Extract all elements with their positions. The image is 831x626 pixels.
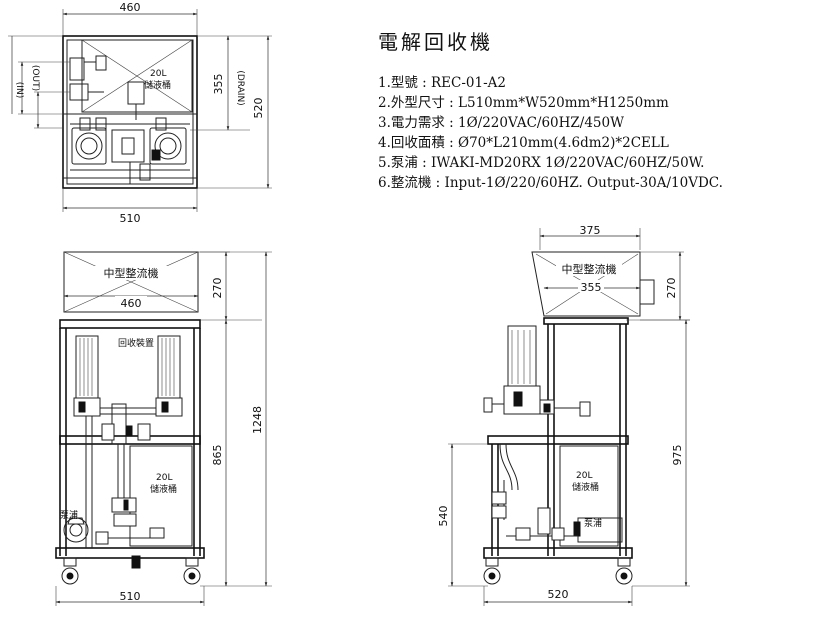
top-tank-label-1: 20L bbox=[150, 69, 166, 79]
top-tank-label-2: 儲液桶 bbox=[144, 79, 171, 91]
front-tank-label-2: 儲液桶 bbox=[150, 483, 177, 495]
front-device-label: 回收裝置 bbox=[118, 337, 154, 349]
side-dim-355: 355 bbox=[581, 281, 602, 294]
spec-title: 電解回收機 bbox=[378, 30, 493, 54]
front-rectifier-label: 中型整流機 bbox=[104, 266, 159, 280]
front-tank-label-1: 20L bbox=[156, 473, 172, 483]
top-dim-in: (IN) bbox=[14, 82, 24, 98]
side-rectifier-label: 中型整流機 bbox=[562, 262, 617, 276]
side-dim-520: 520 bbox=[548, 588, 569, 601]
side-dim-540: 540 bbox=[437, 506, 450, 527]
front-pump-label: 泵浦 bbox=[60, 509, 78, 521]
front-dim-270: 270 bbox=[211, 278, 224, 299]
top-dim-510: 510 bbox=[120, 212, 141, 225]
front-dim-1248: 1248 bbox=[251, 406, 264, 434]
spec-item-rectifier: 6.整流機 : Input-1Ø/220/60HZ. Output-30A/10… bbox=[378, 175, 723, 191]
top-dim-355: 355 bbox=[212, 74, 225, 95]
top-view: 460 20L 儲液桶 bbox=[8, 1, 272, 225]
side-pump-label: 泵浦 bbox=[584, 517, 602, 529]
spec-list: 1.型號 : REC-01-A2 2.外型尺寸 : L510mm*W520mm*… bbox=[378, 73, 723, 193]
side-dim-975: 975 bbox=[671, 445, 684, 466]
front-dim-510: 510 bbox=[120, 590, 141, 603]
spec-panel: 電解回收機 1.型號 : REC-01-A2 2.外型尺寸 : L510mm*W… bbox=[378, 26, 723, 193]
front-view: 中型整流機 460 270 回收裝置 bbox=[55, 251, 272, 606]
spec-item-pump: 5.泵浦 : IWAKI-MD20RX 1Ø/220VAC/60HZ/50W. bbox=[378, 155, 705, 171]
top-dim-drain: (DRAIN) bbox=[235, 70, 245, 105]
front-dim-865: 865 bbox=[211, 445, 224, 466]
front-dim-460: 460 bbox=[121, 297, 142, 310]
side-tank-label-2: 儲液桶 bbox=[572, 481, 599, 493]
side-dim-270: 270 bbox=[665, 278, 678, 299]
top-dim-out: (OUT) bbox=[30, 65, 40, 91]
spec-item-power: 3.電力需求 : 1Ø/220VAC/60HZ/450W bbox=[378, 115, 624, 131]
side-dim-375: 375 bbox=[580, 224, 601, 237]
spec-item-model: 1.型號 : REC-01-A2 bbox=[378, 75, 506, 91]
spec-item-recovery-area: 4.回收面積 : Ø70*L210mm(4.6dm2)*2CELL bbox=[378, 135, 669, 151]
top-dim-460: 460 bbox=[120, 1, 141, 14]
side-tank-label-1: 20L bbox=[576, 471, 592, 481]
side-view: 375 中型整流機 355 270 bbox=[437, 224, 690, 606]
spec-item-dimensions: 2.外型尺寸 : L510mm*W520mm*H1250mm bbox=[378, 95, 669, 111]
top-dim-520: 520 bbox=[252, 98, 265, 119]
